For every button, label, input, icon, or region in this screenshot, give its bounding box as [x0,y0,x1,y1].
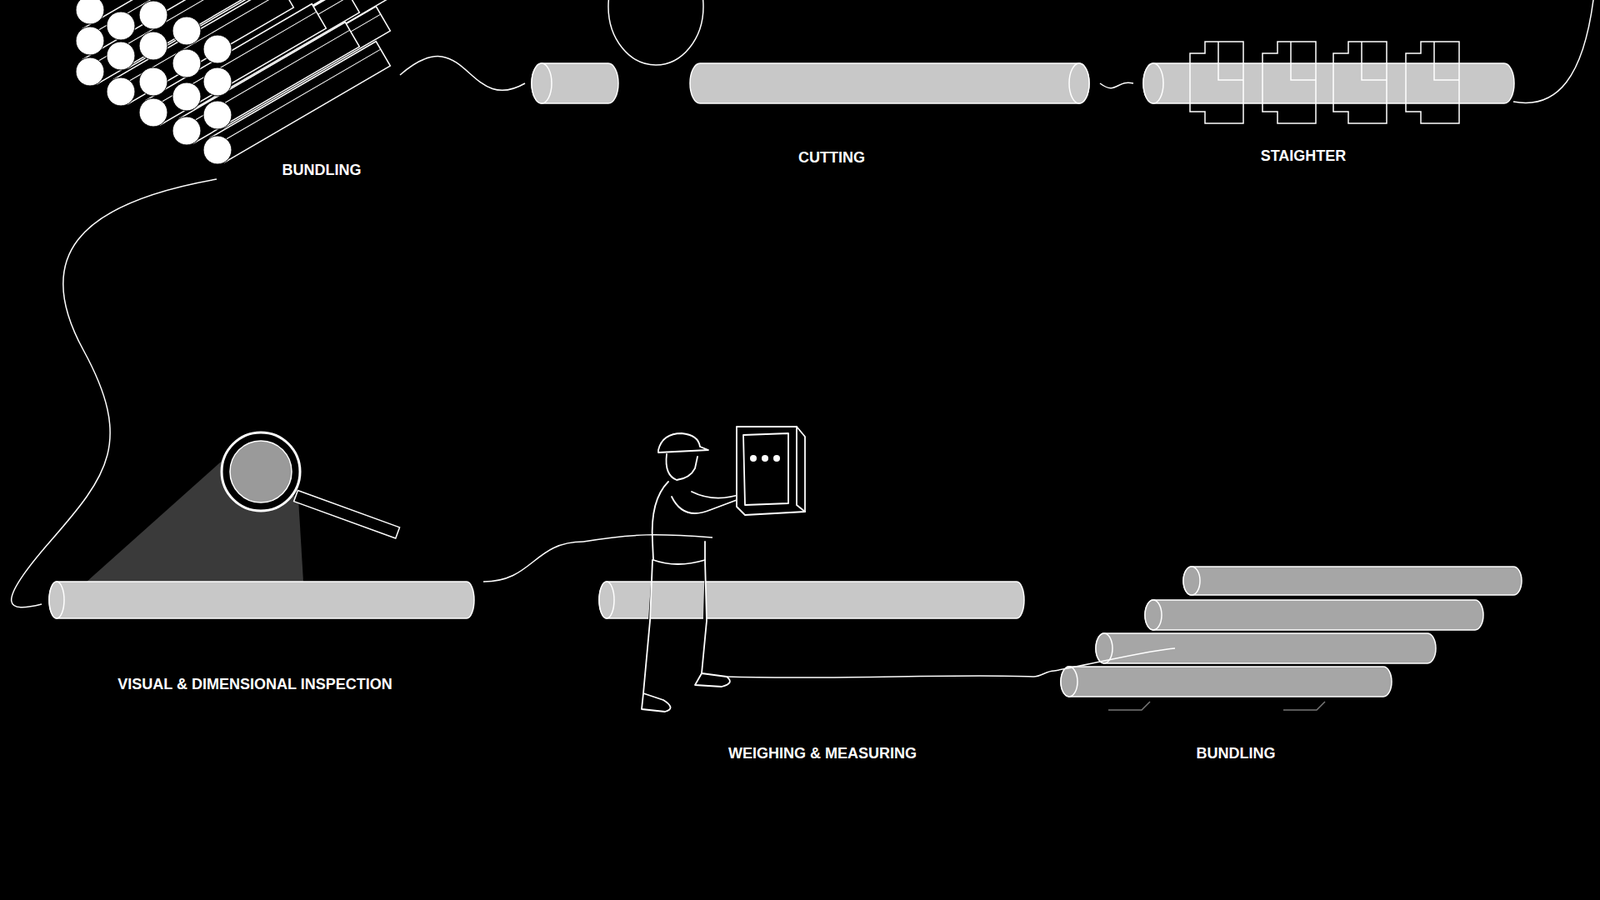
inspection [49,432,475,619]
rod-bundle [75,0,390,165]
flow-line [1033,670,1055,677]
flow-line-path [1033,670,1055,677]
step-label: STAIGHTER [1258,146,1350,165]
flow-line-path [11,179,217,608]
straightener [1143,0,1594,124]
process-step: BUNDLING [66,0,400,180]
process-step: CUTTING [525,0,1100,167]
step-label: CUTTING [795,148,868,167]
process-step: STAIGHTER [1133,33,1517,165]
cut-loop [608,0,704,65]
flow-line-path [1100,82,1134,89]
flow-line [1100,82,1134,89]
step-label: BUNDLING [280,160,365,180]
process-step: WEIGHING & MEASURING [583,420,1034,763]
cut-rods [531,63,1090,104]
flow-line-path [483,541,584,582]
rod-stack [1054,566,1522,710]
worker-figure [641,426,805,712]
flow-line [11,179,217,608]
step-label: BUNDLING [1194,744,1279,763]
process-step: BUNDLING [1054,558,1530,763]
weighing [583,426,1034,712]
flow-line [483,541,584,582]
flow-line [400,56,525,91]
process-step: VISUAL & DIMENSIONAL INSPECTION [41,425,484,694]
step-label: VISUAL & DIMENSIONAL INSPECTION [115,675,395,694]
step-label: WEIGHING & MEASURING [725,744,920,763]
flow-line-path [400,56,525,91]
